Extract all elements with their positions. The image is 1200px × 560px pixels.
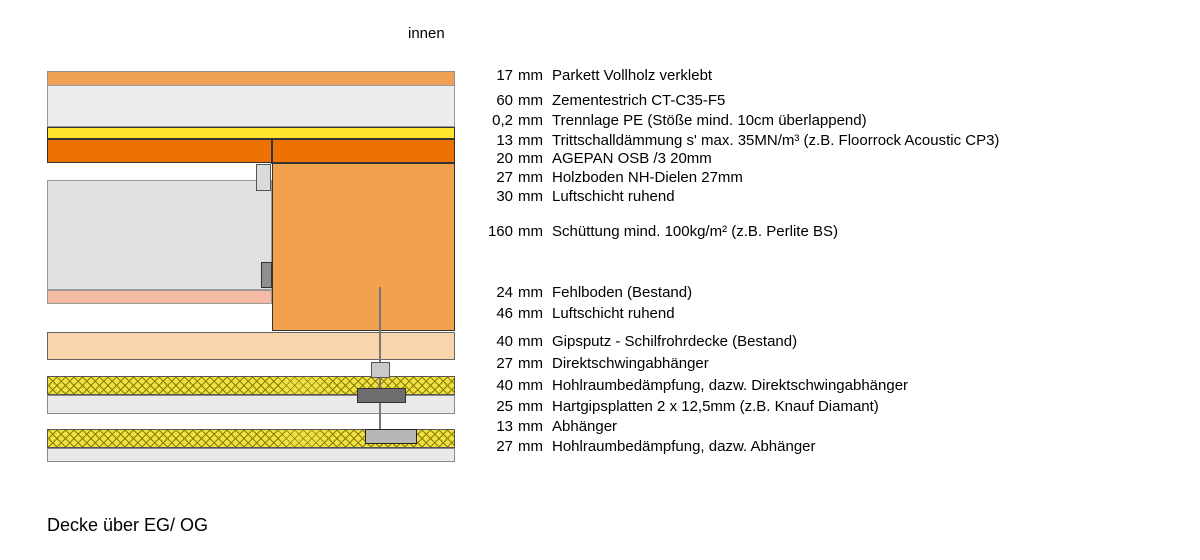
fehlboden-layer — [47, 290, 272, 304]
layer-label-row: 17 mm Parkett Vollholz verklebt — [460, 67, 712, 85]
layer-thickness: 13 — [496, 132, 513, 149]
layer-thickness: 24 — [496, 284, 513, 301]
layer-thickness: 40 — [496, 377, 513, 394]
layer-unit: mm — [518, 284, 543, 301]
trittschalldaemmung-layer — [47, 139, 455, 163]
layer-thickness: 30 — [496, 188, 513, 205]
layer-label-row: 27 mm Direktschwingabhänger — [460, 355, 709, 373]
layer-description: Direktschwingabhänger — [552, 355, 709, 372]
layer-thickness: 160 — [487, 223, 513, 240]
layer-description: Holzboden NH-Dielen 27mm — [552, 169, 743, 186]
layer-description: Hartgipsplatten 2 x 12,5mm (z.B. Knauf D… — [552, 398, 879, 415]
zementestrich-layer — [47, 85, 455, 127]
layer-label-row: 27 mm Holzboden NH-Dielen 27mm — [460, 169, 743, 187]
insulation-layer-upper — [47, 376, 455, 395]
layer-thickness: 20 — [496, 150, 513, 167]
layer-label-row: 13 mm Trittschalldämmung s' max. 35MN/m³ (… — [460, 132, 999, 150]
gipsputz-layer — [47, 332, 455, 360]
layer-unit: mm — [518, 333, 543, 350]
layer-thickness: 60 — [496, 92, 513, 109]
layer-description: Trittschalldämmung s' max. 35MN/m³ (z.B.… — [552, 132, 1000, 149]
layer-description: Luftschicht ruhend — [552, 188, 675, 205]
layer-label-row: 30 mm Luftschicht ruhend — [460, 188, 675, 206]
orientation-label: innen — [408, 25, 445, 42]
insulation-layer-lower — [47, 429, 455, 448]
layer-label-row: 24 mm Fehlboden (Bestand) — [460, 284, 692, 302]
layer-thickness: 27 — [496, 169, 513, 186]
layer-thickness: 27 — [496, 438, 513, 455]
batten-lower — [261, 262, 272, 288]
parkett-layer — [47, 71, 455, 86]
layer-label-row: 46 mm Luftschicht ruhend — [460, 305, 675, 323]
layer-thickness: 27 — [496, 355, 513, 372]
layer-label-row: 0,2 mm Trennlage PE (Stöße mind. 10cm über… — [460, 112, 867, 130]
layer-unit: mm — [518, 377, 543, 394]
layer-description: Hohlraumbedämpfung, dazw. Abhänger — [552, 438, 816, 455]
schuettung-block — [272, 163, 455, 331]
layer-label-row: 40 mm Gipsputz - Schilfrohrdecke (Bestand) — [460, 333, 797, 351]
layer-unit: mm — [518, 223, 543, 240]
layer-unit: mm — [518, 132, 543, 149]
layer-description: AGEPAN OSB /3 20mm — [552, 150, 712, 167]
layer-description: Luftschicht ruhend — [552, 305, 675, 322]
layer-description: Gipsputz - Schilfrohrdecke (Bestand) — [552, 333, 798, 350]
layer-unit: mm — [518, 188, 543, 205]
layer-unit: mm — [518, 305, 543, 322]
layer-description: Hohlraumbedämpfung, dazw. Direktschwinga… — [552, 377, 909, 394]
layer-description: Zementestrich CT-C35-F5 — [552, 92, 726, 109]
layer-thickness: 46 — [496, 305, 513, 322]
beam-field-block — [47, 180, 272, 290]
layer-unit: mm — [518, 355, 543, 372]
layer-label-row: 160 mm Schüttung mind. 100kg/m² (z.B. Perl… — [460, 223, 838, 241]
layer-unit: mm — [518, 150, 543, 167]
layer-unit: mm — [518, 67, 543, 84]
layer-label-row: 20 mm AGEPAN OSB /3 20mm — [460, 150, 712, 168]
layer-label-row: 13 mm Abhänger — [460, 418, 617, 436]
layer-thickness: 25 — [496, 398, 513, 415]
layer-description: Parkett Vollholz verklebt — [552, 67, 713, 84]
batten-upper — [256, 164, 271, 191]
layer-description: Schüttung mind. 100kg/m² (z.B. Perlite B… — [552, 223, 838, 240]
layer-thickness: 0,2 — [492, 112, 513, 129]
layer-thickness: 17 — [496, 67, 513, 84]
trennlage-pe-layer — [47, 127, 455, 139]
layer-label-row: 60 mm Zementestrich CT-C35-F5 — [460, 92, 725, 110]
layer-unit: mm — [518, 398, 543, 415]
plasterboard-layer-upper — [47, 395, 455, 414]
layer-unit: mm — [518, 112, 543, 129]
layer-description: Trennlage PE (Stöße mind. 10cm überlappe… — [552, 112, 867, 129]
layer-unit: mm — [518, 169, 543, 186]
layer-description: Abhänger — [552, 418, 618, 435]
layer-description: Fehlboden (Bestand) — [552, 284, 693, 301]
layer-label-row: 25 mm Hartgipsplatten 2 x 12,5mm (z.B. Kna… — [460, 398, 879, 416]
layer-unit: mm — [518, 438, 543, 455]
layer-thickness: 40 — [496, 333, 513, 350]
plasterboard-layer-lower — [47, 448, 455, 462]
section-divider-line — [271, 140, 273, 164]
layer-label-row: 40 mm Hohlraumbedämpfung, dazw. Direktschw… — [460, 377, 908, 395]
layer-thickness: 13 — [496, 418, 513, 435]
layer-label-row: 27 mm Hohlraumbedämpfung, dazw. Abhänger — [460, 438, 816, 456]
hanger-profile-upper — [357, 388, 406, 403]
layer-unit: mm — [518, 92, 543, 109]
drawing-title: Decke über EG/ OG — [47, 515, 209, 535]
hanger-profile-lower — [365, 429, 417, 444]
hanger-bracket — [371, 362, 390, 378]
layer-unit: mm — [518, 418, 543, 435]
